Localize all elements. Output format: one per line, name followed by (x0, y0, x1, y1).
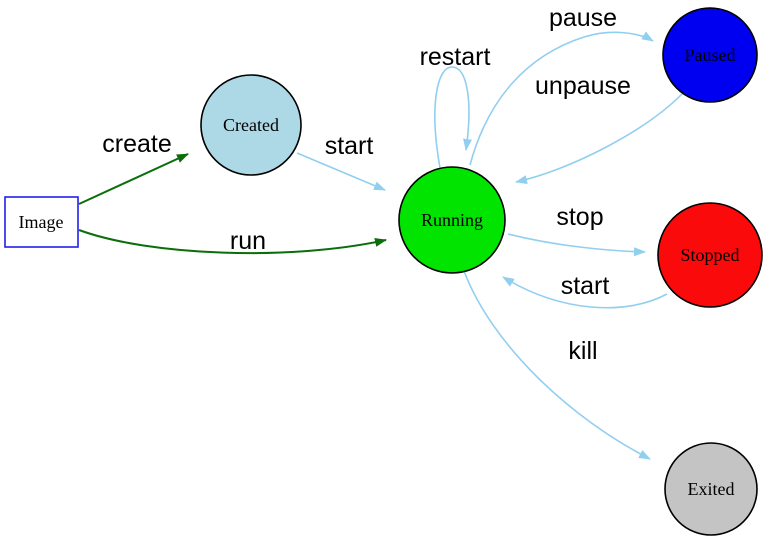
paused-node-label: Paused (685, 45, 736, 65)
created-node-label: Created (223, 115, 279, 135)
edge-label-kill: kill (568, 337, 597, 365)
edge-stop (507, 233, 646, 257)
node-image: Image (4, 196, 79, 248)
edge-label-start-top: start (325, 132, 374, 160)
stopped-node-circle (657, 202, 763, 308)
edge-label-create: create (102, 130, 171, 158)
created-node-circle (200, 74, 302, 176)
image-node-rect (4, 196, 79, 248)
edge-start-created-running (296, 152, 386, 191)
running-node-circle (398, 166, 506, 274)
edge-pause (469, 31, 654, 166)
edge-label-restart: restart (420, 43, 491, 71)
node-stopped: Stopped (657, 202, 763, 308)
image-node-label: Image (19, 212, 64, 232)
node-running: Running (398, 166, 506, 274)
node-exited: Exited (664, 442, 758, 536)
edge-label-unpause: unpause (535, 72, 631, 100)
paused-node-circle (662, 7, 758, 103)
edge-start-stopped-running (502, 276, 668, 309)
exited-node-label: Exited (688, 479, 735, 499)
edge-label-pause: pause (549, 4, 617, 32)
stopped-node-label: Stopped (680, 245, 739, 265)
edge-restart-self-loop (434, 66, 472, 169)
edge-run (78, 229, 387, 255)
edge-create (78, 153, 189, 205)
edge-label-run: run (230, 227, 266, 255)
exited-node-circle (664, 442, 758, 536)
edge-unpause (515, 92, 684, 185)
node-paused: Paused (662, 7, 758, 103)
edge-kill (463, 270, 651, 460)
edge-label-start-bottom: start (561, 272, 610, 300)
node-created: Created (200, 74, 302, 176)
running-node-label: Running (421, 210, 483, 230)
edge-label-stop: stop (556, 203, 603, 231)
